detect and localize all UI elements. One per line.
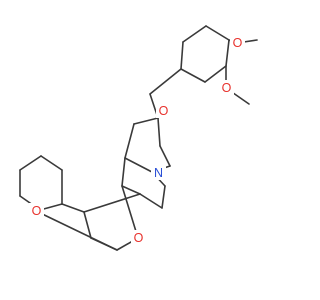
- atom-label-o-carbonyl: O: [32, 204, 42, 218]
- atom-label-o-methoxy-top: O: [233, 36, 243, 50]
- bond: [133, 117, 159, 125]
- bond: [83, 193, 141, 213]
- atom-label-layer: O O O N O O: [29, 35, 245, 245]
- bond: [161, 185, 166, 209]
- bond: [182, 25, 207, 43]
- atom-label-n-oxazine: N: [154, 166, 163, 180]
- molecule-structure-diagram: O O O N O O: [19, 25, 258, 251]
- atom-o-oxazine: O: [156, 103, 171, 118]
- atom-label-o-oxazine: O: [159, 104, 169, 118]
- atom-label-o-methoxy-right: O: [222, 81, 232, 95]
- bond: [61, 203, 85, 213]
- atom-o-methoxy-top: O: [230, 35, 245, 50]
- bond: [121, 185, 139, 239]
- bond: [180, 41, 184, 70]
- atom-label-o-lactone-ring: O: [134, 231, 144, 245]
- bond: [35, 210, 118, 251]
- bond: [149, 68, 182, 95]
- bond: [121, 157, 126, 187]
- bond: [124, 123, 135, 159]
- bond: [83, 211, 92, 239]
- bond: [204, 65, 227, 83]
- atom-o-methoxy-right: O: [219, 80, 234, 95]
- bond: [124, 157, 153, 173]
- bond: [40, 155, 63, 171]
- atom-n-oxazine: N: [151, 165, 166, 180]
- atom-o-lactone-ring: O: [131, 230, 146, 245]
- bond: [159, 145, 171, 167]
- bond: [139, 193, 163, 209]
- bond: [180, 68, 206, 83]
- bond: [205, 25, 230, 41]
- bond: [157, 117, 161, 147]
- bond: [225, 39, 230, 67]
- bond: [121, 185, 141, 195]
- bond-layer: [19, 25, 258, 251]
- bond: [19, 155, 42, 171]
- atom-o-carbonyl: O: [29, 203, 44, 218]
